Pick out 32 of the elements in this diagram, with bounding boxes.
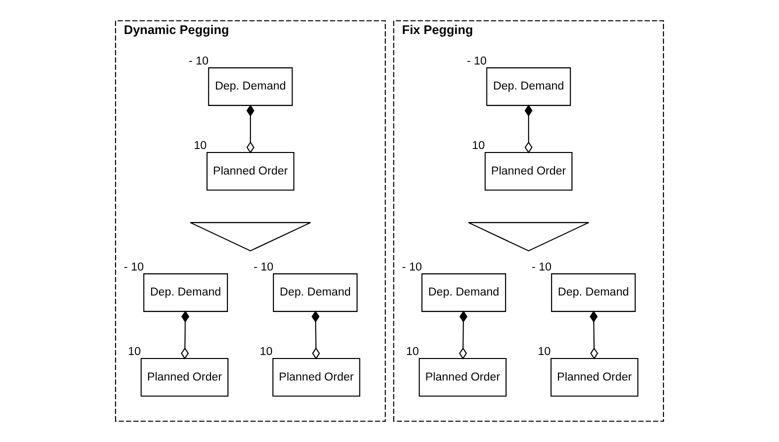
connector	[312, 310, 320, 360]
node-label: 10	[194, 140, 207, 152]
node-label: 10	[128, 346, 141, 358]
node-box: Planned Order	[140, 358, 228, 397]
node-box: Dep. Demand	[272, 273, 358, 312]
node-box: Planned Order	[550, 358, 638, 397]
node-label: 10	[472, 140, 485, 152]
node-box: Dep. Demand	[208, 67, 293, 106]
node-box: Dep. Demand	[143, 273, 228, 312]
connector	[246, 104, 254, 154]
node-box: Planned Order	[206, 152, 294, 191]
connector	[180, 310, 190, 360]
node-label: 10	[538, 346, 551, 358]
node-label: - 10	[466, 55, 487, 68]
node-label: - 10	[402, 261, 422, 274]
node-box: Planned Order	[418, 358, 507, 397]
node-label: 10	[406, 346, 419, 358]
node-label: - 10	[254, 261, 274, 274]
node-box: Planned Order	[484, 152, 572, 191]
node-label: - 10	[124, 261, 144, 274]
node-box: Dep. Demand	[551, 273, 636, 312]
node-label: 10	[260, 346, 273, 358]
node-arrow	[468, 222, 590, 252]
connector	[459, 310, 468, 360]
connector	[590, 310, 598, 360]
node-box: Dep. Demand	[421, 273, 506, 312]
node-label: - 10	[532, 261, 552, 274]
connector	[524, 104, 533, 154]
node-box: Dep. Demand	[486, 67, 571, 106]
node-box: Planned Order	[272, 358, 360, 397]
node-label: - 10	[188, 55, 209, 68]
node-arrow	[190, 222, 312, 252]
